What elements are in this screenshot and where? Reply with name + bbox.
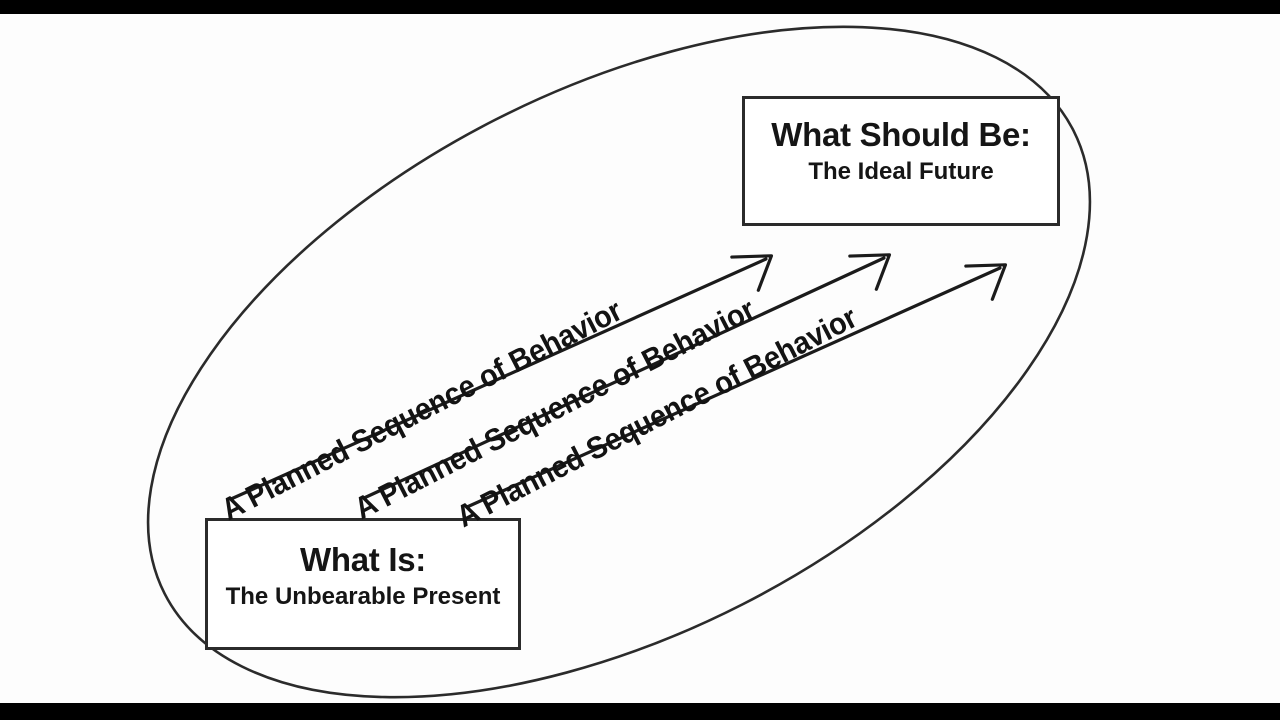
node-box-what-should-be: What Should Be: The Ideal Future: [742, 96, 1060, 226]
letterbox-bar-top: [0, 0, 1280, 14]
node-subtitle-what-is: The Unbearable Present: [225, 582, 501, 610]
node-subtitle-what-should-be: The Ideal Future: [808, 157, 994, 185]
letterbox-bar-bottom: [0, 703, 1280, 720]
node-title-what-should-be: What Should Be:: [771, 116, 1031, 154]
node-title-what-is: What Is:: [300, 541, 426, 579]
node-box-what-is: What Is: The Unbearable Present: [205, 518, 521, 650]
